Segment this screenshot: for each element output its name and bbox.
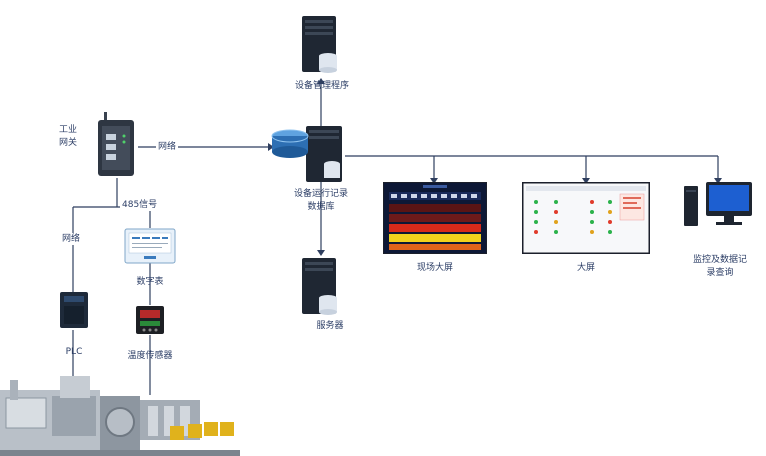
top-server-label: 设备管理程序 xyxy=(294,81,349,91)
plc-label: PLC xyxy=(65,347,83,357)
arrow-down-screen-2 xyxy=(582,178,590,184)
link-plc-label: 网络 xyxy=(60,233,83,245)
big-screen-2-label: 大屏 xyxy=(576,263,595,273)
arrow-right-center xyxy=(268,143,274,151)
gateway-device-icon xyxy=(98,112,134,176)
gateway-label-line1: 工业 xyxy=(58,125,77,135)
arrow-up-top-server xyxy=(317,78,325,84)
arrow-down-bottom-server xyxy=(317,250,325,256)
temperature-controller-icon xyxy=(136,306,164,334)
arrow-down-screen-1 xyxy=(430,178,438,184)
database-server-icon xyxy=(271,126,342,182)
server-icon xyxy=(302,16,337,73)
center-server-label-line2: 数据库 xyxy=(307,202,335,212)
display-meter-label: 数字表 xyxy=(136,277,164,287)
bottom-server-icon xyxy=(302,258,337,315)
link-gateway-signal-label: 485信号 xyxy=(120,199,160,211)
pc-label-line2: 录查询 xyxy=(706,268,734,278)
big-screen-1-label: 现场大屏 xyxy=(416,263,453,273)
gateway-label-line2: 网关 xyxy=(58,138,77,148)
big-screen-icon xyxy=(522,182,650,254)
arrow-down-pc xyxy=(714,178,722,184)
big-screen-icon xyxy=(383,182,487,254)
temp-controller-label: 温度传感器 xyxy=(127,351,173,361)
digital-meter-icon xyxy=(124,228,176,264)
production-machine-icon xyxy=(0,376,240,456)
pc-label-line1: 监控及数据记 xyxy=(692,255,747,265)
bottom-server-label: 服务器 xyxy=(316,321,344,331)
plc-device-icon xyxy=(60,292,88,328)
link-gateway-center-label: 网络 xyxy=(156,141,179,153)
center-server-label-line1: 设备运行记录 xyxy=(293,189,348,199)
desktop-pc-icon xyxy=(684,182,752,226)
